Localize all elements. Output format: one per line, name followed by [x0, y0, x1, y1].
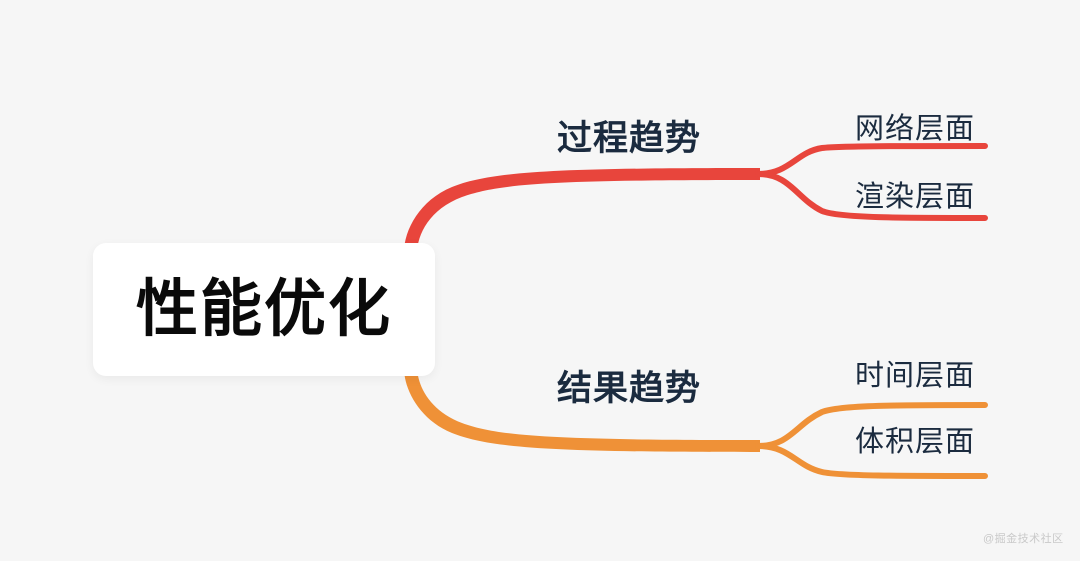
branch-label-process-trend[interactable]: 过程趋势	[557, 119, 702, 158]
branch-trunk-0	[404, 168, 760, 254]
central-node-label: 性能优化	[135, 274, 392, 344]
leaf-label-network-level[interactable]: 网络层面	[855, 113, 976, 145]
branch-fork-1-1	[755, 443, 988, 479]
watermark: @掘金技术社区	[983, 533, 1064, 545]
branch-trunk-1	[404, 366, 760, 452]
branch-label-result-trend[interactable]: 结果趋势	[557, 369, 702, 408]
leaf-label-render-level[interactable]: 渲染层面	[855, 181, 976, 213]
central-node[interactable]: 性能优化	[93, 243, 435, 376]
branch-fork-0-1	[755, 171, 988, 221]
leaf-label-volume-level[interactable]: 体积层面	[855, 426, 976, 458]
branch-fork-0-0	[755, 143, 988, 177]
leaf-label-time-level[interactable]: 时间层面	[855, 360, 976, 392]
branch-fork-1-0	[755, 402, 988, 449]
